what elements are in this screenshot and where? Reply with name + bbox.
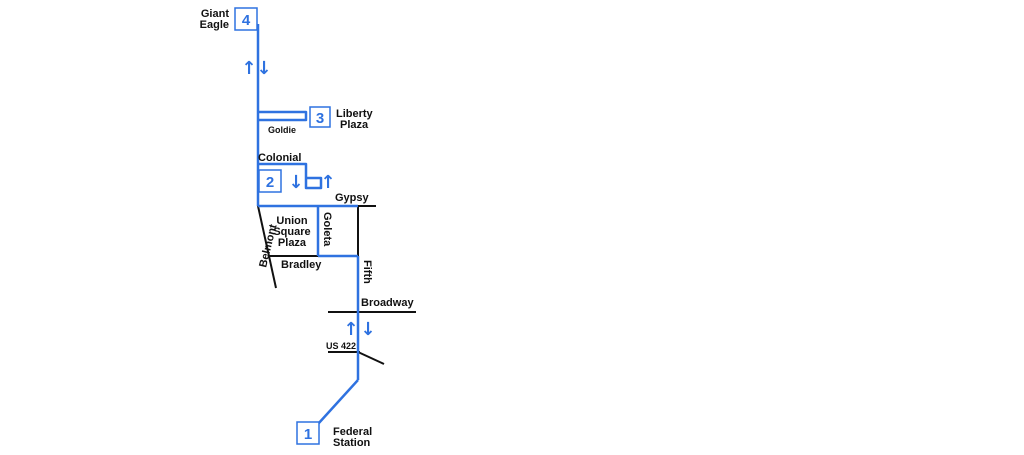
union-square-plaza-label: Union Square Plaza [273, 215, 310, 249]
arrow-down-icon: ↓ [256, 58, 271, 79]
stop-2-box [258, 169, 282, 193]
street-us422-diag-line [357, 351, 385, 365]
stop-4[interactable]: 4 Giant Eagle [200, 7, 258, 31]
label-broadway: Broadway [361, 297, 414, 309]
label-goldie: Goldie [268, 125, 296, 135]
place-line3: Plaza [278, 237, 307, 249]
label-us422: US 422 [326, 341, 356, 351]
stop-4-number: 4 [242, 12, 251, 29]
arrow-up-icon: ↑ [343, 319, 358, 340]
stop-1[interactable]: 1 Federal Station [296, 421, 372, 449]
label-bradley: Bradley [281, 259, 322, 271]
stop-1-name-line2: Station [333, 437, 371, 449]
label-gypsy: Gypsy [335, 192, 370, 204]
stop-3-number: 3 [316, 110, 324, 127]
stop-4-name-line2: Eagle [200, 19, 229, 31]
place-line2: Square [273, 226, 310, 238]
stop-2-number: 2 [266, 174, 274, 191]
street-belmont-line [257, 205, 277, 289]
stop-3[interactable]: 3 Liberty Plaza [309, 106, 374, 131]
stop-1-number: 1 [304, 426, 312, 443]
route-colonial-loop [258, 162, 323, 190]
stop-1-name-line1: Federal [333, 426, 372, 438]
stop-2[interactable]: 2 [258, 169, 282, 193]
direction-arrows: ↑ ↓ ↓ ↑ ↑ ↓ [241, 58, 375, 340]
stop-3-name-line1: Liberty [336, 108, 374, 120]
arrow-down-icon: ↓ [360, 319, 375, 340]
arrow-down-icon: ↓ [288, 172, 303, 193]
stop-4-name-line1: Giant [201, 8, 229, 20]
arrow-up-icon: ↑ [320, 172, 335, 193]
place-line1: Union [276, 215, 307, 227]
arrow-up-icon: ↑ [241, 58, 256, 79]
stop-4-box [234, 7, 258, 31]
stop-1-box [296, 421, 320, 445]
stop-3-box [309, 106, 331, 128]
route-south-diagonal [317, 379, 359, 425]
label-fifth: Fifth [361, 260, 373, 284]
label-goleta: Goleta [321, 212, 333, 247]
label-colonial: Colonial [258, 152, 301, 164]
bus-route [256, 24, 360, 425]
stop-3-name-line2: Plaza [340, 119, 369, 131]
route-goldie-loop [258, 110, 308, 122]
